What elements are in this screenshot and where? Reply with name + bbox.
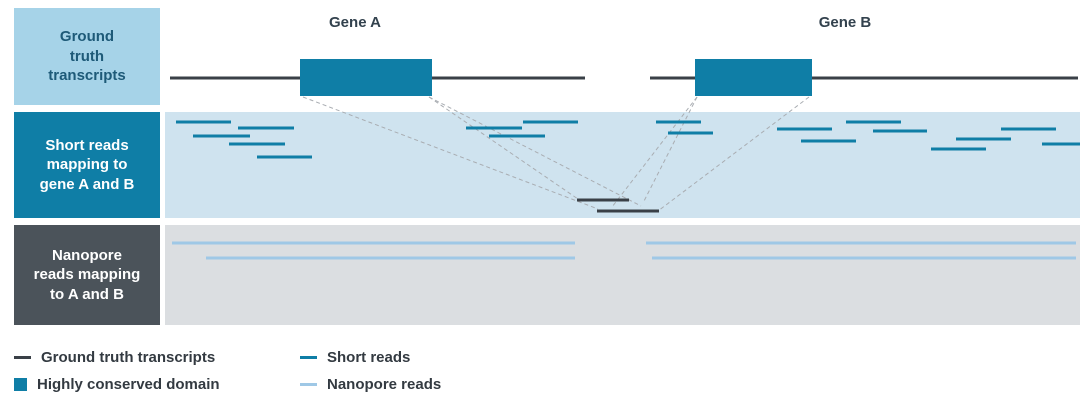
row-label-ground-truth: Ground truth transcripts — [14, 8, 160, 105]
gene-b-label: Gene B — [818, 14, 872, 31]
row-label-nanopore-reads: Nanopore reads mapping to A and B — [14, 225, 160, 325]
conserved-domain-square-icon — [14, 378, 27, 391]
legend-item-ground-truth: Ground truth transcripts — [14, 349, 300, 366]
legend-label-conserved-domain: Highly conserved domain — [37, 376, 220, 393]
legend-label-short-reads: Short reads — [327, 349, 411, 366]
legend: Ground truth transcripts Highly conserve… — [14, 344, 441, 398]
legend-item-short-reads: Short reads — [300, 349, 441, 366]
row-label-short-reads: Short reads mapping to gene A and B — [14, 112, 160, 218]
short-reads-track — [165, 112, 1080, 218]
gene-a-label: Gene A — [329, 14, 381, 31]
short-reads-dash-icon — [300, 356, 317, 359]
legend-label-nanopore-reads: Nanopore reads — [327, 376, 442, 393]
ground-truth-dash-icon — [14, 356, 31, 359]
nanopore-reads-dash-icon — [300, 383, 317, 386]
legend-label-ground-truth: Ground truth transcripts — [41, 349, 216, 366]
nanopore-reads-track — [165, 225, 1080, 325]
legend-item-conserved-domain: Highly conserved domain — [14, 376, 300, 393]
ground-truth-track — [165, 8, 1080, 105]
legend-item-nanopore-reads: Nanopore reads — [300, 376, 441, 393]
